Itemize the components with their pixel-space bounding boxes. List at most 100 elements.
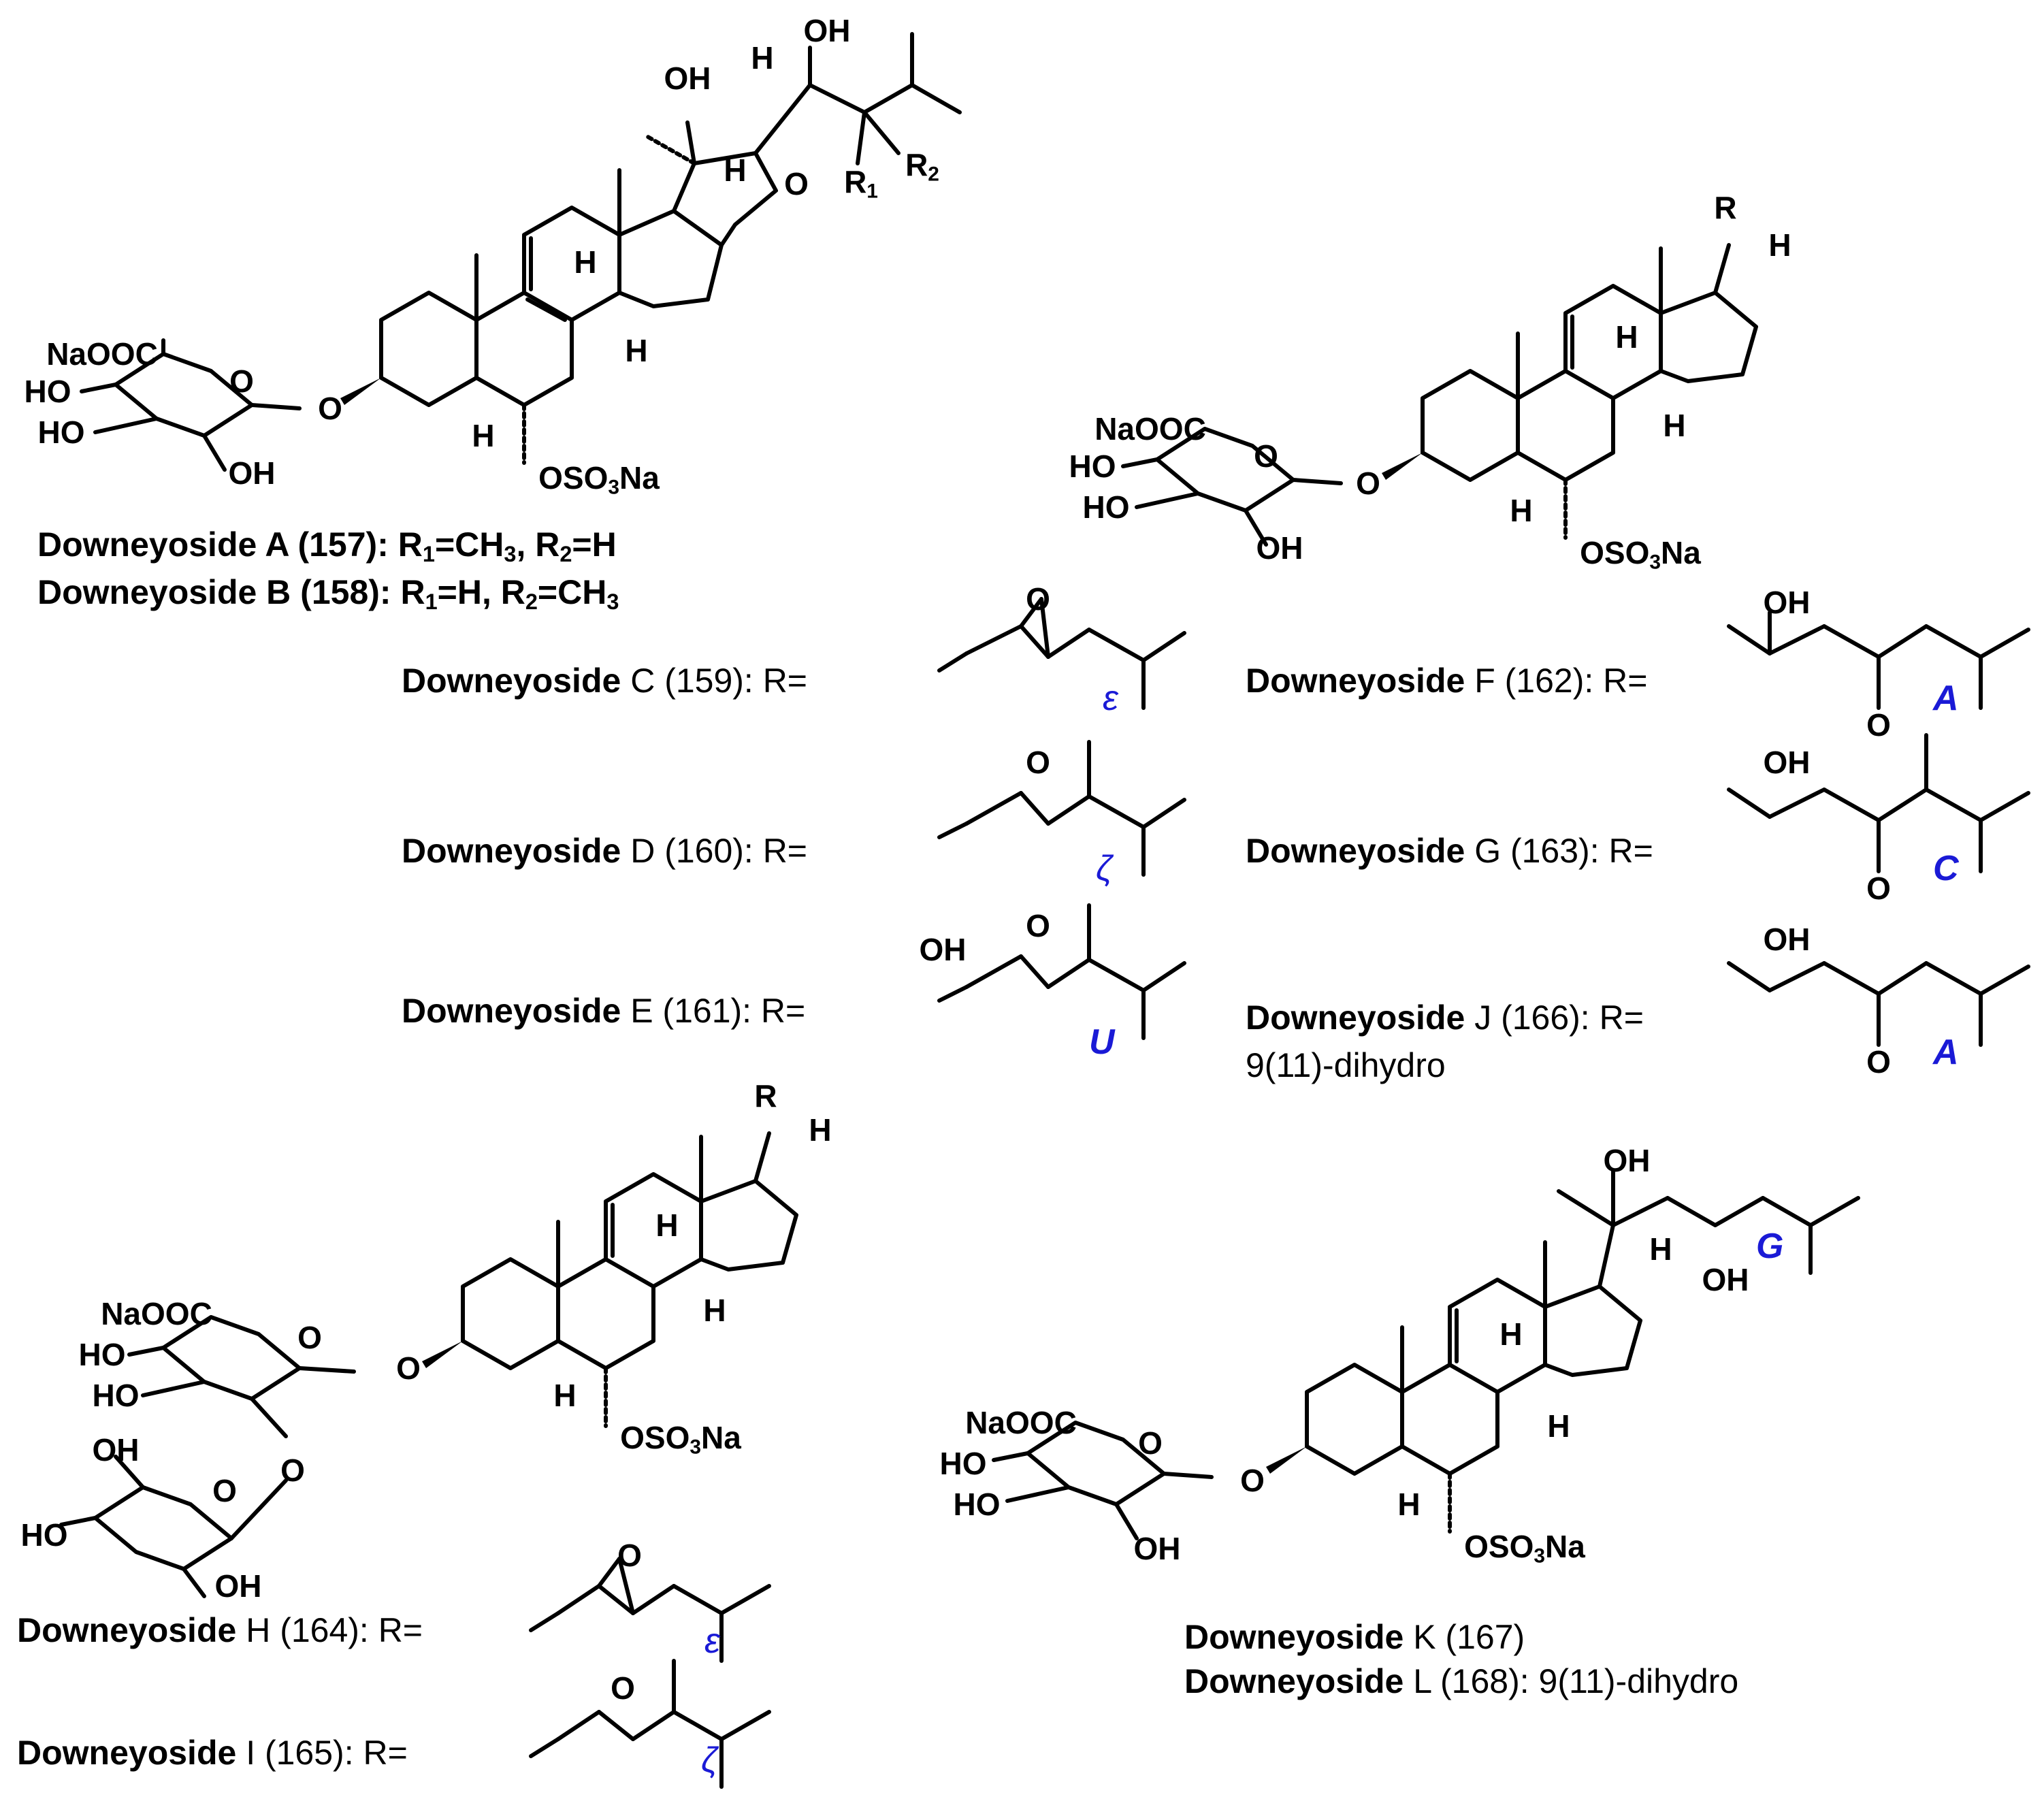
atom-o-sc-j: O [1866, 1044, 1891, 1080]
atom-o-h-link: O [396, 1350, 421, 1386]
structure-downeyoside-c-j-core [1121, 243, 1758, 547]
atom-ho-k2: HO [953, 1487, 1001, 1522]
atom-ho-h3: HO [20, 1517, 68, 1553]
caption-downeyoside-j-note: 9(11)-dihydro [1246, 1046, 1446, 1084]
atom-o-sc-c: O [1026, 581, 1050, 617]
atom-o-h-ring2: O [212, 1473, 237, 1508]
atom-o-k-ring: O [1138, 1425, 1163, 1461]
atom-ho-c2: HO [1082, 489, 1130, 525]
atom-o-c-ring: O [1254, 438, 1278, 474]
atom-h-a8: H [574, 244, 597, 280]
structure-downeyoside-a-b [80, 32, 962, 472]
atom-h-a14: H [625, 333, 648, 368]
caption-downeyoside-h: Downeyoside H (164): R= [17, 1611, 423, 1649]
atom-r1-a: R1 [844, 163, 878, 203]
atom-h-a22: H [751, 40, 774, 76]
atom-r2-a: R2 [905, 146, 939, 186]
atom-o-h-inter: O [280, 1453, 305, 1488]
tag-c: ε [1103, 679, 1118, 718]
atom-oh-a20: OH [664, 61, 711, 96]
atom-h-c8: H [1615, 319, 1638, 355]
caption-downeyoside-c: Downeyoside C (159): R= [402, 662, 808, 700]
side-chain-f [1727, 611, 2030, 710]
atom-h-h14: H [703, 1293, 726, 1328]
atom-h-c5: H [1510, 493, 1533, 528]
caption-downeyoside-j: Downeyoside J (166): R= [1246, 999, 1644, 1037]
atom-naooc-k: NaOOC [965, 1405, 1077, 1440]
atom-r-c: R [1714, 190, 1737, 225]
caption-downeyoside-e: Downeyoside E (161): R= [402, 992, 806, 1030]
tag-g: C [1933, 849, 1959, 888]
atom-o-sc-i: O [611, 1670, 635, 1706]
atom-oh-a-sugar: OH [228, 455, 276, 491]
atom-o-h-ring1: O [297, 1320, 322, 1355]
atom-ho-c1: HO [1069, 449, 1116, 484]
atom-ho-k1: HO [939, 1446, 987, 1481]
atom-oh-k20: OH [1603, 1143, 1651, 1178]
atom-oso3na-h: OSO3Na [620, 1419, 741, 1459]
side-chain-g [1727, 733, 2030, 873]
caption-downeyoside-a: Downeyoside A (157): R1=CH3, R2=H [37, 525, 617, 567]
atom-oso3na-k: OSO3Na [1464, 1528, 1585, 1568]
atom-ho-a1: HO [24, 374, 71, 409]
atom-r-h: R [754, 1078, 777, 1114]
atom-h-c17: H [1768, 227, 1791, 263]
atom-o-c-link: O [1356, 466, 1380, 501]
atom-oh-sc-e: OH [919, 932, 967, 967]
atom-oh-k-sugar: OH [1133, 1531, 1181, 1566]
atom-oh-a23: OH [803, 13, 851, 48]
atom-h-a17: H [724, 152, 747, 188]
atom-h-a5: H [472, 418, 495, 453]
caption-downeyoside-b: Downeyoside B (158): R1=H, R2=CH3 [37, 573, 619, 615]
atom-o-a-ring: O [229, 363, 254, 399]
atom-h-k8: H [1499, 1316, 1523, 1352]
caption-downeyoside-i: Downeyoside I (165): R= [17, 1734, 408, 1772]
caption-downeyoside-l: Downeyoside L (168): 9(11)-dihydro [1184, 1662, 1739, 1700]
atom-ho-a2: HO [37, 415, 85, 450]
atom-o-sc-h: O [617, 1538, 642, 1573]
atom-h-c14: H [1663, 408, 1686, 443]
caption-downeyoside-k: Downeyoside K (167) [1184, 1618, 1525, 1656]
atom-ho-h2: HO [92, 1378, 140, 1413]
atom-o-sc-f: O [1866, 707, 1891, 743]
side-chain-d [937, 740, 1186, 877]
side-chain-c [937, 597, 1186, 710]
caption-downeyoside-f: Downeyoside F (162): R= [1246, 662, 1648, 700]
atom-h-h17: H [809, 1112, 832, 1148]
atom-h-k14: H [1547, 1408, 1570, 1444]
atom-h-h8: H [655, 1208, 679, 1243]
atom-oso3na-c: OSO3Na [1580, 534, 1701, 574]
atom-ho-h1: HO [78, 1337, 126, 1372]
atom-oh-sc-g: OH [1763, 745, 1811, 780]
atom-oso3na-a: OSO3Na [538, 459, 660, 499]
atom-naooc-h: NaOOC [101, 1296, 212, 1331]
atom-oh-sc-j: OH [1763, 922, 1811, 957]
side-chain-e [937, 903, 1186, 1040]
atom-o-sc-g: O [1866, 871, 1891, 906]
tag-j: A [1933, 1033, 1959, 1072]
atom-o-sc-e: O [1026, 908, 1050, 943]
atom-oh-c-sugar: OH [1256, 530, 1303, 566]
atom-h-h5: H [553, 1378, 577, 1413]
tag-h: ε [704, 1621, 720, 1661]
atom-naooc-a: NaOOC [46, 336, 158, 372]
tag-f: A [1933, 679, 1959, 718]
side-chain-i [529, 1659, 771, 1789]
structure-downeyoside-h-i-core [59, 1131, 798, 1598]
atom-o-k-link: O [1240, 1463, 1265, 1498]
atom-o-a-furan: O [784, 166, 809, 201]
tag-k: G [1756, 1227, 1784, 1266]
atom-oh-sc-f: OH [1763, 585, 1811, 620]
tag-e: U [1089, 1022, 1115, 1062]
structure-downeyoside-k-l [992, 1169, 1860, 1540]
caption-downeyoside-d: Downeyoside D (160): R= [402, 832, 808, 870]
atom-oh-h-top: OH [92, 1432, 140, 1468]
side-chain-j [1727, 961, 2030, 1047]
tag-i: ζ [701, 1740, 718, 1780]
atom-oh-k16: OH [1702, 1262, 1749, 1297]
atom-o-sc-d: O [1026, 745, 1050, 780]
side-chain-h [529, 1557, 771, 1663]
atom-h-k17: H [1649, 1231, 1672, 1267]
atom-o-a-link: O [318, 391, 342, 426]
